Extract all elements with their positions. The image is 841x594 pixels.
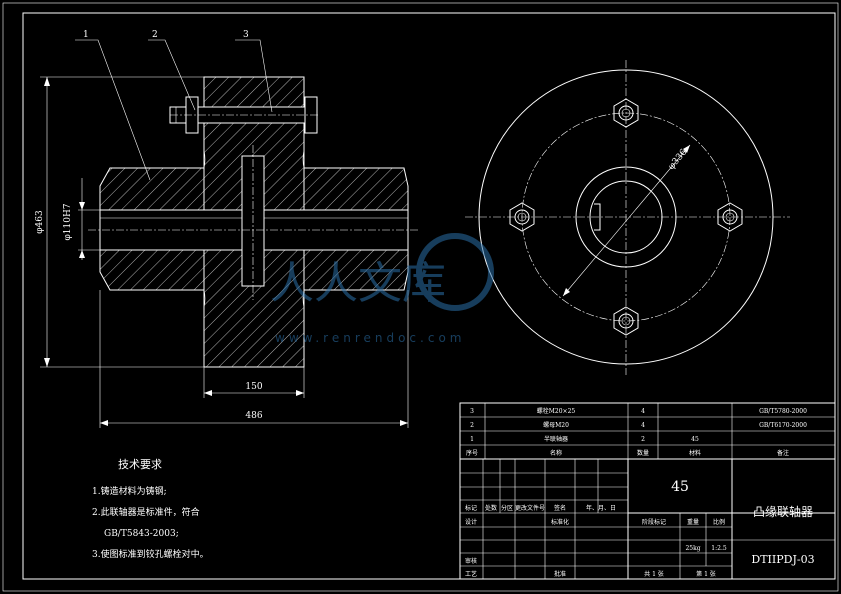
tech-req-title: 技术要求 [118,458,162,471]
bom-header-qty: 数量 [637,449,649,457]
std-label: 标准化 [551,518,569,526]
side-view [465,60,790,375]
nut-left [509,202,535,232]
scale-value: 1:2.5 [711,545,727,552]
dimension-lines [40,76,409,428]
tech-req-item: GB/T5843-2003; [104,529,179,539]
zone-label: 分区 [501,504,513,512]
drawing-title: 凸缘联轴器 [753,504,813,519]
bom-row-std: GB/T6170-2000 [759,422,807,429]
approve-label: 批准 [554,570,566,578]
process-label: 工艺 [465,570,477,578]
sheets-total: 共 1 张 [644,570,664,578]
watermark: 人人文库 www.renrendoc.com [270,233,494,345]
title-block [459,458,836,580]
mark-label: 标记 [465,504,477,512]
bom-row-qty: 4 [641,422,645,429]
design-label: 设计 [465,518,477,526]
nut-bottom [613,306,639,336]
part-label-2: 2 [152,30,158,40]
bom-row-material: 45 [691,436,699,443]
bom-row-qty: 2 [641,436,645,443]
weight-value: 25kg [685,545,700,552]
bom-row-no: 1 [470,436,474,443]
scale-label: 比例 [713,518,725,526]
bom-row-name: 螺母M20 [543,421,569,429]
tech-req-item: 3.使图标准到铰孔螺栓对中。 [92,548,209,560]
sheet-number: 第 1 张 [696,570,716,578]
inner-frame [22,12,836,580]
keyway [594,203,601,231]
bom-header-no: 序号 [466,449,478,457]
tech-req-item: 1.铸造材料为铸钢; [92,485,167,497]
bom-row-std: GB/T5780-2000 [759,408,807,415]
material-value: 45 [671,479,689,495]
dim-hub-length: 150 [245,382,262,392]
bom-row-name: 螺栓M20×25 [537,407,576,415]
nut-right [717,202,743,232]
nut-top [613,98,639,128]
review-label: 审核 [465,557,477,565]
part-leaders [75,39,273,181]
watermark-url: www.renrendoc.com [275,331,465,345]
dim-overall-length: 486 [245,411,262,421]
bolt-circle-dim [562,144,691,297]
bom-row-qty: 4 [641,408,645,415]
stage-label: 阶段标记 [642,518,666,526]
tech-req-item: 2.此联轴器是标准件，符合 [92,506,200,518]
dim-overall-height: φ463 [35,210,45,234]
part-label-3: 3 [243,30,249,40]
part-label-1: 1 [83,30,89,40]
change-doc-label: 更改文件号 [515,504,545,512]
signature-label: 签名 [554,504,566,512]
drawing-number: DTIIPDJ-03 [751,553,814,566]
bom-row-no: 3 [470,408,474,415]
dim-bore: φ110H7 [63,203,73,240]
bom-row-no: 2 [470,422,474,429]
bom-row-name: 半联轴器 [544,435,568,443]
date-label: 年、月、日 [586,504,616,512]
section-view [88,76,420,368]
bom-header-remark: 备注 [777,449,789,457]
weight-label: 重量 [687,518,699,526]
bom-header-material: 材料 [689,449,701,457]
bom-header-name: 名称 [550,449,562,457]
count-label: 处数 [485,504,497,512]
watermark-brand: 人人文库 [270,258,446,309]
